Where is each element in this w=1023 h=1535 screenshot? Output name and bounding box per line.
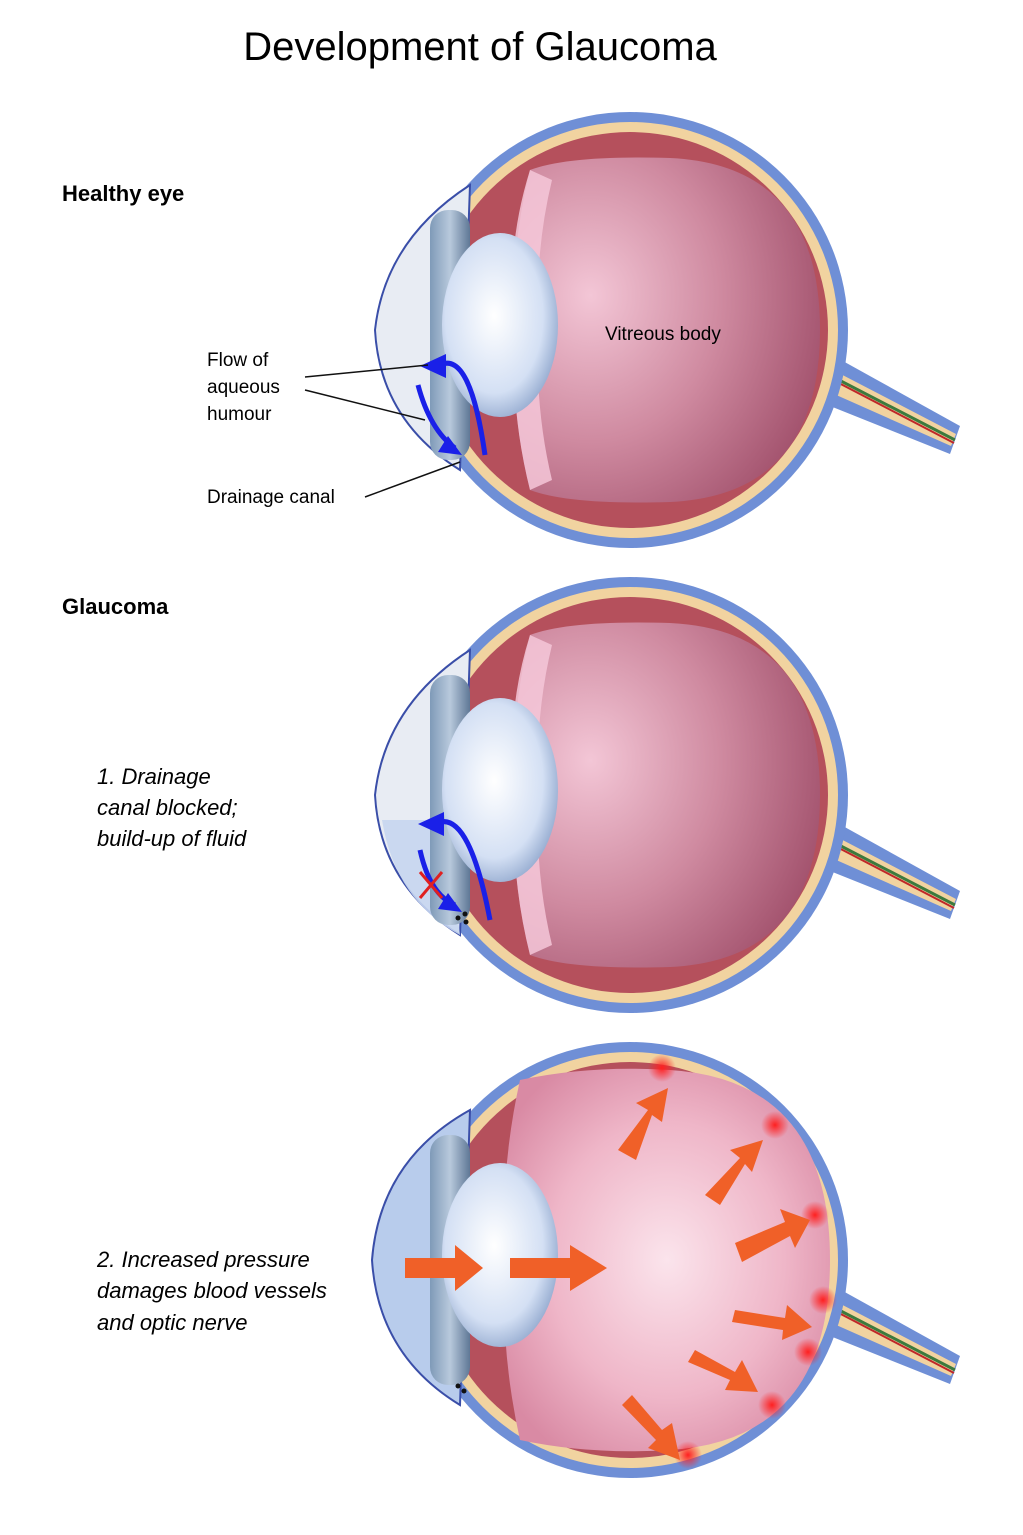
healthy-eye-illustration	[373, 110, 962, 550]
flow-label-line3: humour	[207, 404, 272, 425]
page-title: Development of Glaucoma	[243, 25, 717, 69]
step1-line1: 1. Drainage	[97, 764, 211, 789]
step2-line2: damages blood vessels	[97, 1278, 327, 1303]
step2-line1: 2. Increased pressure	[96, 1247, 310, 1272]
flow-label-line2: aqueous	[207, 377, 280, 398]
glaucoma-step1-illustration	[373, 575, 962, 1015]
glaucoma-step2-illustration	[370, 1040, 962, 1480]
flow-label-line1: Flow of	[207, 350, 269, 371]
section-glaucoma: Glaucoma	[62, 594, 169, 619]
step1-line3: build-up of fluid	[97, 826, 247, 851]
flow-leader-line-1	[304, 364, 429, 378]
step2-line3: and optic nerve	[97, 1310, 247, 1335]
flow-leader-line-2	[304, 389, 426, 421]
drainage-leader-line	[364, 461, 461, 498]
step1-line2: canal blocked;	[97, 795, 238, 820]
drainage-canal-label: Drainage canal	[207, 487, 335, 508]
vitreous-body-label: Vitreous body	[605, 324, 721, 345]
section-healthy-eye: Healthy eye	[62, 181, 184, 206]
